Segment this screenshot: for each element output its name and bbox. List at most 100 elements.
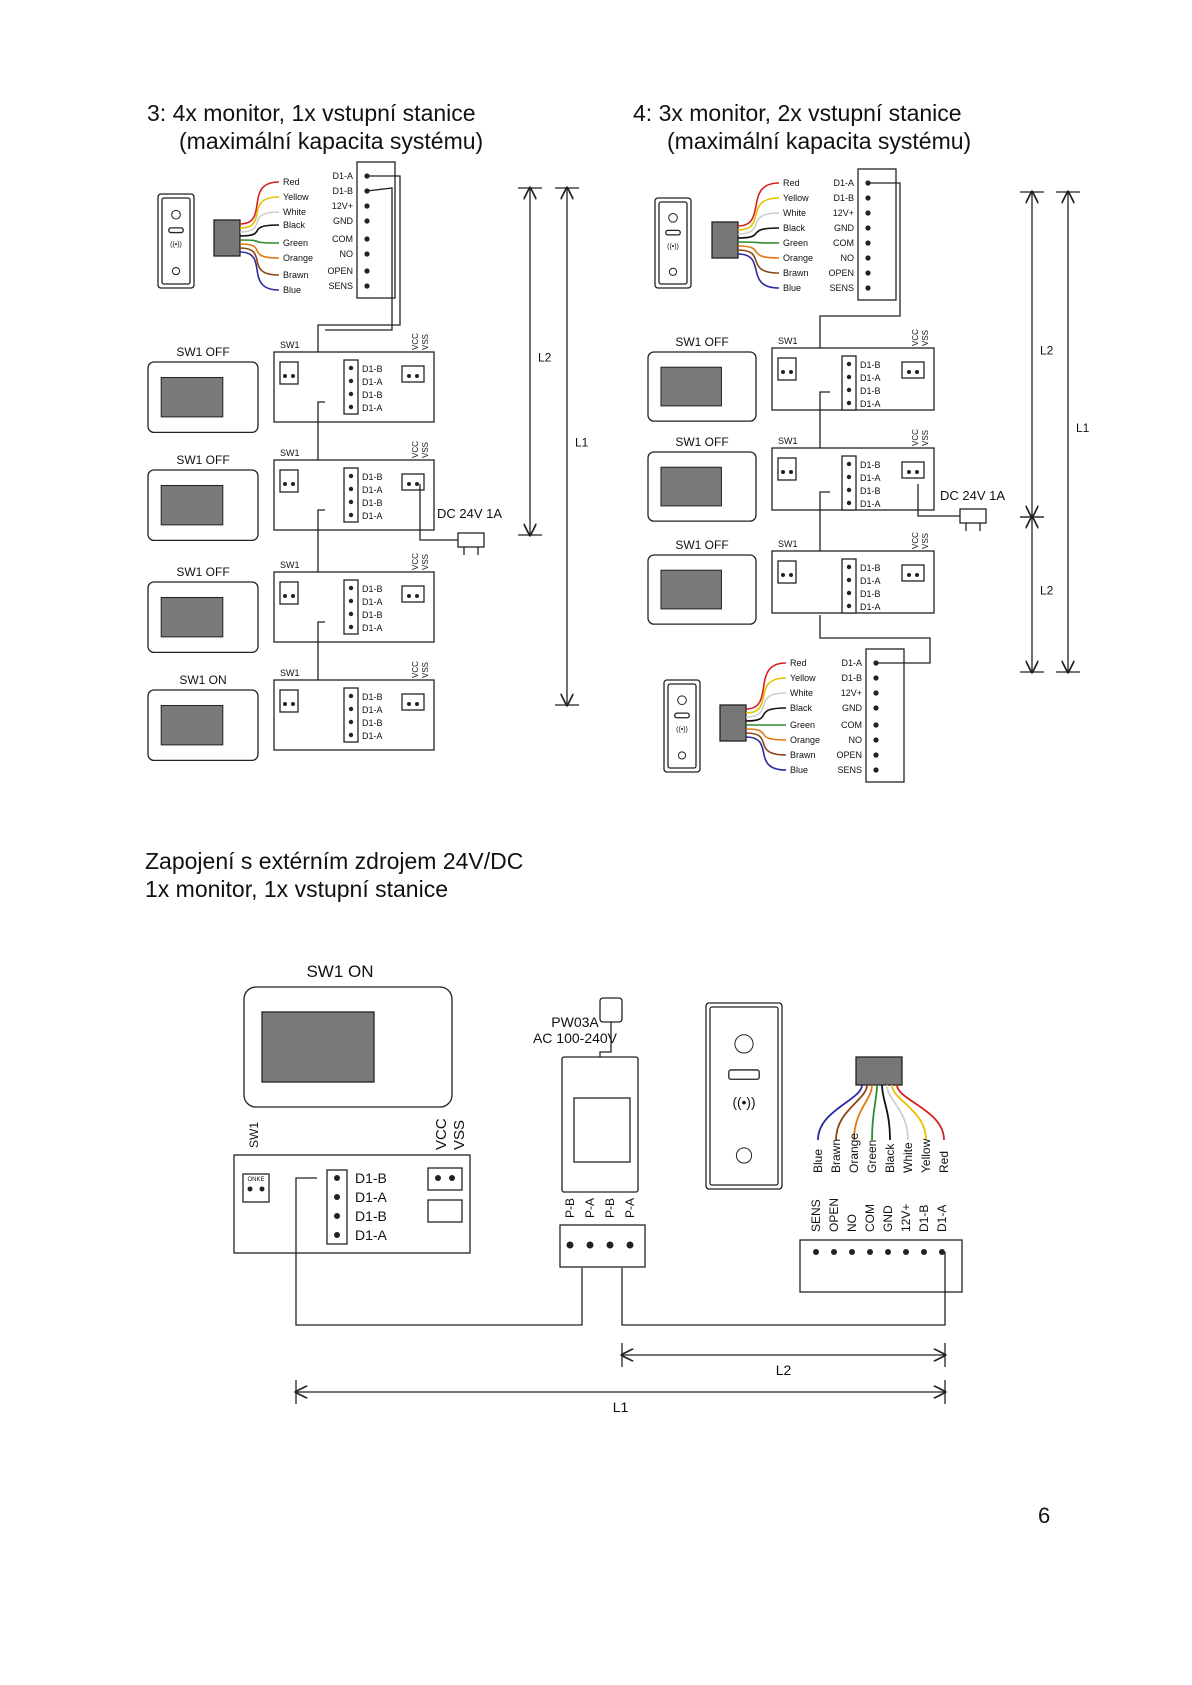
terminal-dot xyxy=(846,387,852,393)
colored-wire xyxy=(745,662,787,710)
board-terminal-label: D1-A xyxy=(362,403,383,413)
terminal-dot xyxy=(873,737,879,743)
psu-input-label: AC 100-240V xyxy=(533,1030,618,1046)
terminal-dot xyxy=(348,486,354,492)
terminal-strip xyxy=(857,168,897,301)
wire xyxy=(917,484,960,517)
terminal-dot xyxy=(291,374,295,378)
monitor-switch-label: SW1 OFF xyxy=(675,435,728,449)
wire-color-label: Orange xyxy=(847,1133,861,1173)
terminal-strip xyxy=(799,1239,963,1293)
camera-icon xyxy=(668,212,678,223)
wire-color-label: White xyxy=(283,207,306,217)
vss-label: VSS xyxy=(421,662,430,678)
board-terminal-label: D1-A xyxy=(860,576,881,586)
terminal-dot xyxy=(348,732,354,738)
dimension-label: L2 xyxy=(538,351,552,365)
terminal-dot xyxy=(415,594,419,598)
board-terminal-label: D1-B xyxy=(860,460,881,470)
monitor-screen xyxy=(660,466,722,507)
board-terminal-label: D1-B xyxy=(362,390,383,400)
terminal-dot xyxy=(789,470,793,474)
terminal-dot xyxy=(415,374,419,378)
wire-color-label: Orange xyxy=(790,735,820,745)
terminal-dot xyxy=(846,577,852,583)
terminal-label: GND xyxy=(881,1205,895,1232)
monitor-screen xyxy=(160,704,224,746)
terminal-dot xyxy=(915,470,919,474)
terminal-dot xyxy=(348,404,354,410)
section3-diagram: ((•))RedYellowWhiteBlackGreenOrangeBrawn… xyxy=(147,161,589,762)
section3-title-line2: (maximální kapacita systému) xyxy=(179,127,484,154)
psu-model-label: PW03A xyxy=(551,1014,599,1030)
connector-block xyxy=(326,1169,348,1245)
terminal-dot xyxy=(907,573,911,577)
connector-block xyxy=(841,355,857,411)
terminal-dot xyxy=(291,482,295,486)
terminal-dot xyxy=(789,573,793,577)
psu-terminal-label: P-B xyxy=(603,1198,617,1218)
terminal-dot xyxy=(781,573,785,577)
colored-wire xyxy=(737,245,780,259)
board-terminal-label: D1-A xyxy=(355,1227,388,1243)
terminal-label: D1-A xyxy=(935,1205,949,1232)
dip-switch xyxy=(777,560,797,584)
wire xyxy=(325,187,393,331)
vss-label: VSS xyxy=(421,334,430,350)
wire xyxy=(819,182,901,356)
terminal-label: SENS xyxy=(829,283,854,293)
board-terminal-label: D1-A xyxy=(860,373,881,383)
colored-wire xyxy=(737,212,780,235)
external-section-title: Zapojení s extérním zdrojem 24V/DC 1x mo… xyxy=(145,848,523,903)
dip-switch xyxy=(777,357,797,381)
terminal-dot xyxy=(291,702,295,706)
wire-connector xyxy=(213,219,241,257)
board-terminal-label: D1-B xyxy=(860,386,881,396)
terminal-dot xyxy=(915,370,919,374)
wire-color-label: Green xyxy=(790,720,815,730)
dip-switch xyxy=(279,361,299,385)
nameplate xyxy=(674,712,690,719)
board-terminal-label: D1-B xyxy=(362,498,383,508)
vcc-label: VCC xyxy=(433,1118,450,1150)
rfid-icon: ((•)) xyxy=(170,242,182,249)
vss-label: VSS xyxy=(921,330,930,346)
connector-block xyxy=(841,558,857,614)
board-terminal-label: D1-B xyxy=(355,1208,387,1224)
board-terminal-label: D1-B xyxy=(355,1170,387,1186)
camera-icon xyxy=(677,695,687,706)
wire-color-label: Red xyxy=(283,177,300,187)
colored-wire xyxy=(891,1084,927,1141)
rfid-icon: ((•)) xyxy=(676,727,688,734)
colored-wire xyxy=(745,736,787,771)
terminal-dot xyxy=(364,251,370,257)
terminal-dot xyxy=(247,1186,253,1192)
terminal-dot xyxy=(846,500,852,506)
monitor-switch-label: SW1 OFF xyxy=(176,565,229,579)
terminal-dot xyxy=(849,1249,855,1255)
wire-color-label: Yellow xyxy=(283,192,309,202)
mains-plug-icon xyxy=(599,997,623,1023)
section4-diagram: ((•))RedYellowWhiteBlackGreenOrangeBrawn… xyxy=(647,168,1090,783)
terminal-dot xyxy=(283,482,287,486)
terminal-dot xyxy=(789,370,793,374)
colored-wire xyxy=(881,1084,891,1141)
terminal-dot xyxy=(846,564,852,570)
terminal-dot xyxy=(846,361,852,367)
terminal-dot xyxy=(873,660,879,666)
terminal-dot xyxy=(846,590,852,596)
section3-title: 3: 4x monitor, 1x vstupní stanice (maxim… xyxy=(147,100,483,155)
power-supply-label: DC 24V 1A xyxy=(940,488,1005,503)
terminal-dot xyxy=(831,1249,837,1255)
monitor-screen xyxy=(160,596,224,638)
vss-label: VSS xyxy=(421,554,430,570)
terminal-dot xyxy=(873,767,879,773)
wire-color-label: White xyxy=(790,688,813,698)
terminal-label: D1-B xyxy=(332,186,353,196)
colored-wire xyxy=(239,239,280,244)
monitor-screen xyxy=(160,484,224,526)
terminal-label: SENS xyxy=(809,1199,823,1232)
sw1-label: SW1 xyxy=(280,340,300,350)
sw1-label: SW1 xyxy=(247,1122,261,1148)
colored-wire xyxy=(239,251,280,291)
